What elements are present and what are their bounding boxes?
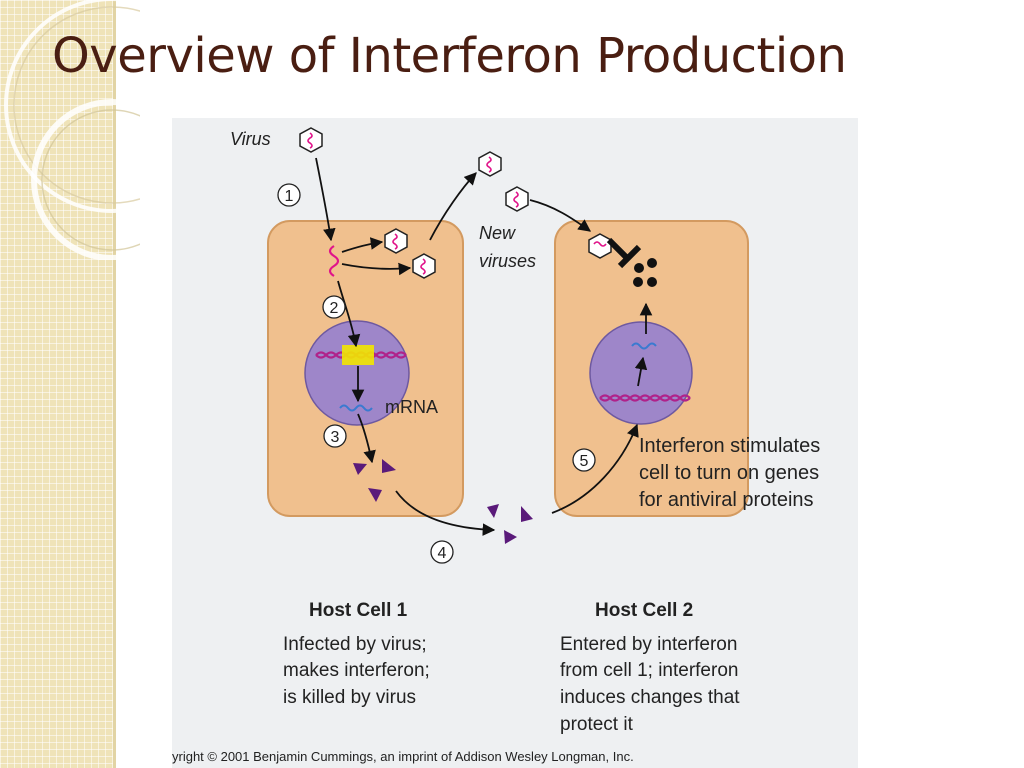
interferon-figure: 1 2 3 4 5 Virus New viruses mRNA Interfe… xyxy=(172,118,858,768)
step-marker-2: 2 xyxy=(322,295,346,319)
arrow-interferon-to-cell-2 xyxy=(551,423,639,514)
host-cell-2-desc-line3: induces changes that xyxy=(560,687,740,708)
arrow-virus-entry xyxy=(315,157,336,242)
step-number-4: 4 xyxy=(438,545,447,562)
virus-icon-new-1 xyxy=(478,151,502,177)
arrow-rna-to-progeny-1 xyxy=(341,237,384,253)
copyright-notice: yright © 2001 Benjamin Cummings, an impr… xyxy=(172,749,634,764)
host-cell-1-desc-line1: Infected by virus; xyxy=(283,634,427,655)
arrow-gene-activation xyxy=(634,356,648,387)
host-cell-2-desc-line2: from cell 1; interferon xyxy=(560,660,738,681)
slide-title: Overview of Interferon Production xyxy=(52,28,847,84)
arrow-rna-to-progeny-2 xyxy=(341,262,412,276)
interferon-diagram: 1 2 3 4 5 Virus New viruses mRNA Interfe… xyxy=(172,127,820,764)
interferon-molecules-extracellular xyxy=(487,504,533,544)
viral-rna-cell-1 xyxy=(328,245,340,277)
host-cell-1-desc-line3: is killed by virus xyxy=(283,687,416,708)
mrna-cell-2 xyxy=(631,342,657,350)
interferon-gene-highlight xyxy=(342,345,374,365)
step-marker-3: 3 xyxy=(323,424,347,448)
antiviral-protein-icon xyxy=(606,237,657,287)
arrow-translation xyxy=(357,413,376,464)
arrow-new-virus-to-cell-2 xyxy=(529,199,592,232)
arrow-release-new-viruses xyxy=(429,172,477,241)
step-number-3: 3 xyxy=(331,429,340,446)
mrna-label: mRNA xyxy=(385,397,438,417)
new-viruses-label-line1: New xyxy=(479,223,516,243)
side-strip-edge xyxy=(113,0,116,768)
nucleus-cell-1 xyxy=(304,320,410,426)
step-number-2: 2 xyxy=(330,300,339,317)
interferon-note-line3: for antiviral proteins xyxy=(639,489,814,511)
arrow-to-nucleus xyxy=(337,280,361,348)
step-marker-4: 4 xyxy=(430,540,454,564)
step-marker-5: 5 xyxy=(572,448,596,472)
host-cell-2-desc-line4: protect it xyxy=(560,714,634,735)
dna-strand-cell-2 xyxy=(599,394,691,402)
virus-icon-initial xyxy=(299,127,323,153)
virus-icon-new-2 xyxy=(505,186,529,212)
step-number-5: 5 xyxy=(580,453,589,470)
decorative-rings xyxy=(4,0,140,260)
step-marker-1: 1 xyxy=(277,183,301,207)
host-cell-2-desc-line1: Entered by interferon xyxy=(560,634,737,655)
dna-strand-cell-2b xyxy=(599,394,691,402)
interferon-note-line2: cell to turn on genes xyxy=(639,462,819,484)
interferon-note-line1: Interferon stimulates xyxy=(639,435,820,457)
step-number-1: 1 xyxy=(285,188,294,205)
virus-icon-progeny-1 xyxy=(384,228,408,254)
arrow-interferon-secretion xyxy=(395,490,496,536)
virus-icon-progeny-2 xyxy=(412,253,436,279)
host-cell-1-title: Host Cell 1 xyxy=(309,600,408,621)
new-viruses-label-line2: viruses xyxy=(479,251,536,271)
virus-icon-blocked xyxy=(588,233,612,259)
mrna-cell-1 xyxy=(339,404,373,412)
host-cell-1-desc-line2: makes interferon; xyxy=(283,660,430,681)
host-cell-2-title: Host Cell 2 xyxy=(595,600,693,621)
virus-label: Virus xyxy=(230,129,271,149)
interferon-molecules-cell-1 xyxy=(353,459,396,502)
